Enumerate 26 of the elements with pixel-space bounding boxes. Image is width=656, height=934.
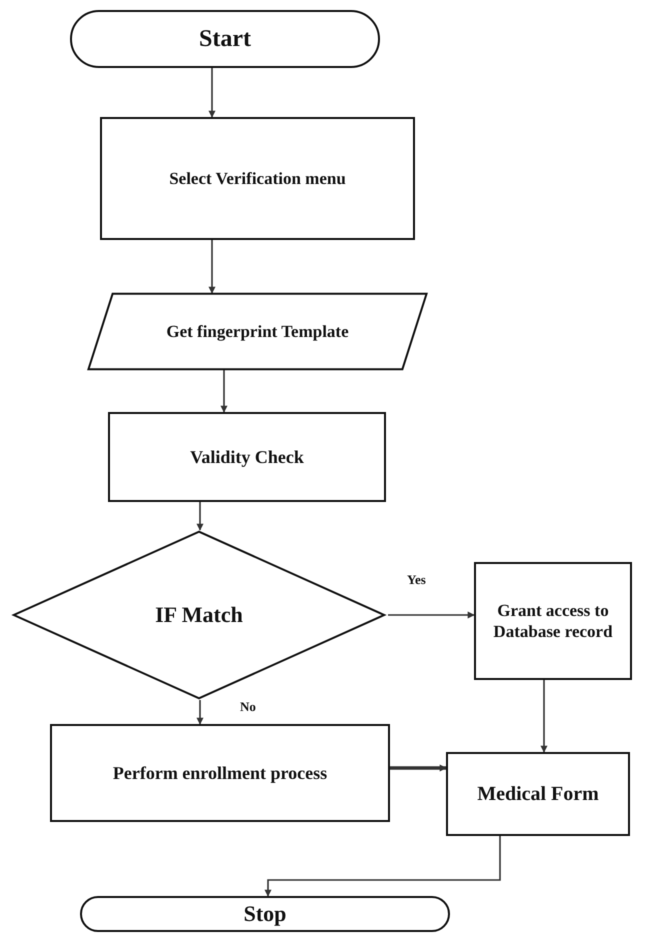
node-text: Stop (244, 900, 286, 928)
node-text: IF Match (155, 601, 243, 629)
process-box (108, 412, 386, 502)
node-text: Select Verification menu (169, 168, 346, 190)
decision-diamond (10, 530, 388, 700)
arrow (196, 502, 204, 531)
process-box (474, 562, 632, 680)
node-text: Medical Form (477, 782, 599, 806)
process-box (100, 117, 415, 240)
arrow (220, 370, 228, 413)
arrow (540, 680, 548, 753)
node-text: Grant access to Database record (492, 600, 614, 642)
node-text: Start (199, 25, 251, 54)
arrow (196, 700, 204, 725)
node-text: Validity Check (190, 446, 304, 468)
arrow (390, 764, 447, 772)
arrow (208, 240, 216, 294)
arrow (388, 612, 475, 618)
process-box (50, 724, 390, 822)
node-text: Get fingerprint Template (166, 320, 349, 342)
process-box (446, 752, 630, 836)
arrow (264, 836, 501, 897)
arrow (208, 68, 216, 118)
node-text: Perform enrollment process (112, 762, 328, 784)
terminal-shape (80, 896, 450, 932)
input-parallelogram (85, 293, 430, 370)
